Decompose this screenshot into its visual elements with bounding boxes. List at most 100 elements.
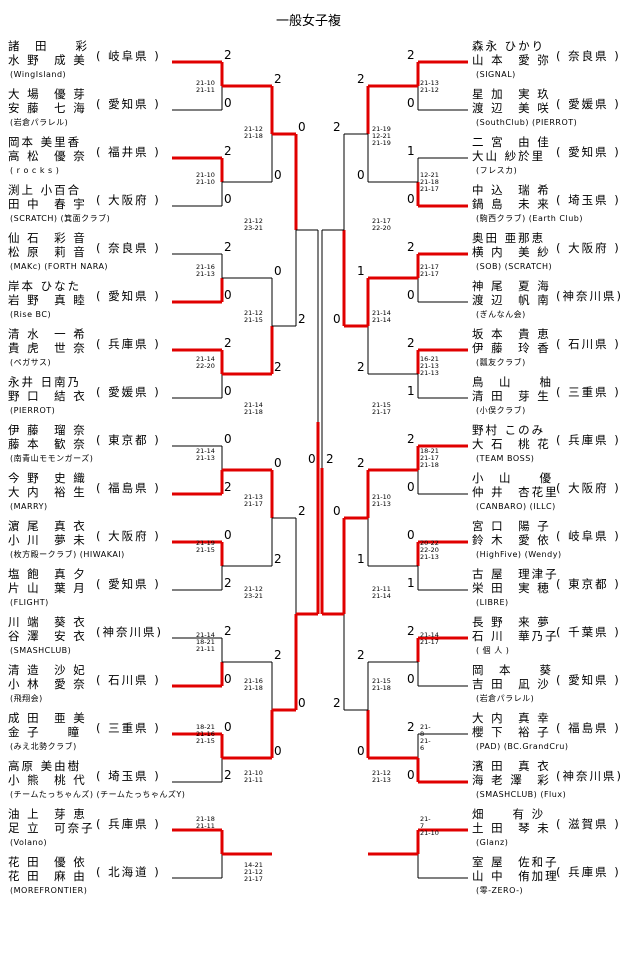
set-score: 21-15	[196, 737, 215, 745]
set-score: 22-20	[420, 546, 439, 554]
set-score: 21-14	[420, 631, 439, 639]
prefecture-label: ( 三重県 )	[556, 385, 621, 399]
set-score: 23-21	[244, 224, 263, 232]
prefecture-label: ( 兵庫県 )	[96, 337, 161, 351]
player-name: 川 端 葵 衣	[8, 615, 87, 629]
set-score: 8	[420, 730, 425, 738]
set-score: 21-16	[196, 730, 215, 738]
club-name: (WingIsland)	[10, 70, 67, 79]
prefecture-label: ( 千葉県 )	[556, 625, 621, 639]
prefecture-label: ( 埼玉県 )	[96, 769, 161, 783]
game-score: 0	[333, 312, 341, 326]
player-name: 森永 ひかり	[472, 39, 546, 53]
player-name: 伊 藤 瑠 奈	[8, 423, 87, 437]
set-score: 21-12	[420, 86, 439, 94]
game-score: 0	[407, 288, 415, 302]
prefecture-label: ( 岐阜県 )	[556, 529, 621, 543]
prefecture-label: ( 奈良県 )	[556, 49, 621, 63]
set-score: 21-	[420, 737, 431, 745]
game-score: 2	[407, 432, 415, 446]
club-name: (HighFive) (Wendy)	[476, 550, 562, 559]
game-score: 2	[224, 576, 232, 590]
set-score: 21-11	[196, 822, 215, 830]
set-score: 20-22	[420, 539, 439, 547]
game-score: 2	[224, 624, 232, 638]
set-score: 21-10	[196, 178, 215, 186]
player-name: 清 造 沙 妃	[8, 663, 87, 677]
club-name: (岩倉パラレル)	[10, 118, 69, 127]
set-score: 21-10	[196, 171, 215, 179]
player-name: 岸本 ひなた	[8, 279, 82, 293]
player-name: 大 石 桃 花	[472, 437, 551, 451]
club-name: (LIBRE)	[476, 598, 509, 607]
player-name: 野 口 結 衣	[8, 389, 87, 403]
set-score: 6	[420, 744, 425, 752]
set-score: 21-14	[196, 355, 215, 363]
player-name: 大山 紗於里	[472, 149, 546, 163]
player-name: 長 野 来 夢	[472, 615, 551, 629]
player-name: 花 田 麻 由	[8, 869, 87, 883]
game-score: 0	[407, 192, 415, 206]
club-name: (駒西クラブ) (Earth Club)	[476, 214, 583, 223]
set-score: 21-17	[420, 638, 439, 646]
set-score: 21-10	[196, 79, 215, 87]
club-name: (フレスカ)	[476, 166, 518, 175]
prefecture-label: (神奈川県)	[556, 769, 623, 783]
game-score: 2	[407, 336, 415, 350]
club-name: (みえ北勢クラブ)	[10, 742, 77, 751]
set-score: 21-15	[372, 677, 391, 685]
page-title: 一般女子複	[276, 14, 342, 29]
game-score: 0	[274, 264, 282, 278]
game-score: 0	[298, 120, 306, 134]
game-score: 1	[407, 144, 415, 158]
set-score: 21-17	[244, 875, 263, 883]
player-name: 渡 辺 美 咲	[472, 101, 551, 115]
set-score: 21-17	[372, 408, 391, 416]
set-score: 21-15	[372, 401, 391, 409]
game-score: 2	[274, 648, 282, 662]
prefecture-label: ( 石川県 )	[556, 337, 621, 351]
set-score: 21-13	[420, 553, 439, 561]
player-name: 岡本 美里香	[8, 135, 82, 149]
club-name: (PAD) (BC.GrandCru)	[476, 742, 569, 751]
set-score: 21-12	[244, 868, 263, 876]
game-score: 1	[357, 552, 365, 566]
set-score: 21-19	[372, 139, 391, 147]
player-name: 片 山 葉 月	[8, 581, 87, 595]
set-score: 21-17	[420, 270, 439, 278]
game-score: 0	[224, 672, 232, 686]
game-score: 0	[224, 432, 232, 446]
set-score: 21-18	[420, 178, 439, 186]
prefecture-label: ( 愛知県 )	[96, 577, 161, 591]
club-name: (南青山モモンガーズ)	[10, 454, 94, 463]
game-score: 0	[224, 528, 232, 542]
game-score: 2	[407, 48, 415, 62]
player-name: 今 野 史 織	[8, 471, 87, 485]
set-score: 18-21	[196, 723, 215, 731]
player-name: 貴 虎 世 奈	[8, 341, 87, 355]
prefecture-label: ( 北海道 )	[96, 865, 161, 879]
set-score: 21-14	[196, 631, 215, 639]
game-score: 0	[298, 696, 306, 710]
game-score: 0	[274, 744, 282, 758]
game-score: 0	[308, 452, 316, 466]
prefecture-label: ( 大阪府 )	[96, 529, 161, 543]
game-score: 2	[298, 504, 306, 518]
club-name: ( r o c k s )	[10, 166, 60, 175]
player-name: 松 原 莉 音	[8, 245, 87, 259]
set-score: 21-17	[420, 185, 439, 193]
prefecture-label: ( 愛知県 )	[556, 673, 621, 687]
player-name: 海 老 澤 彩	[472, 773, 551, 787]
set-score: 21-13	[420, 369, 439, 377]
player-name: 安 藤 七 海	[8, 101, 87, 115]
player-name: 谷 澤 安 衣	[8, 629, 87, 643]
player-name: 高原 美由樹	[8, 759, 82, 773]
game-score: 2	[407, 720, 415, 734]
player-name: 清 水 一 希	[8, 327, 87, 341]
prefecture-label: ( 福島県 )	[96, 481, 161, 495]
club-name: (小俣クラブ)	[476, 406, 526, 415]
game-score: 2	[224, 768, 232, 782]
game-score: 2	[326, 452, 334, 466]
set-score: 21-14	[196, 447, 215, 455]
set-score: 21-12	[244, 217, 263, 225]
